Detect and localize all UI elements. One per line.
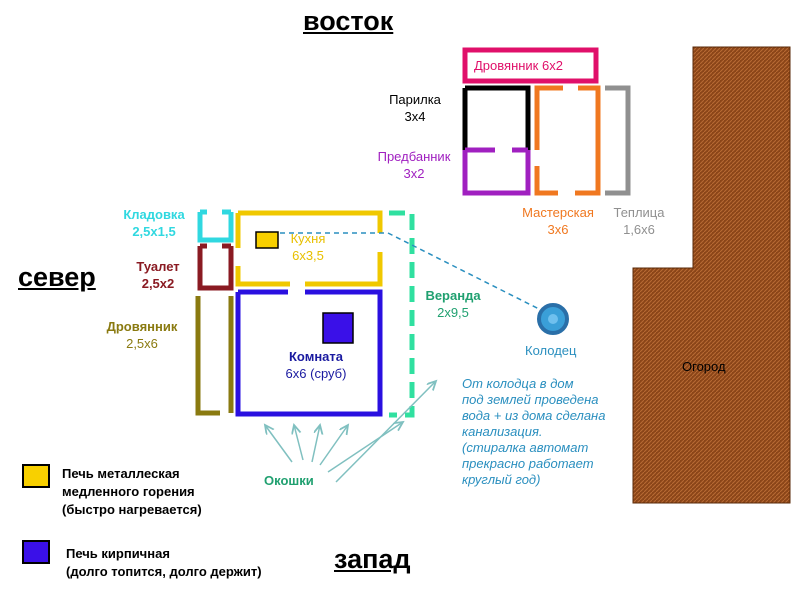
kitchen-name: Кухня <box>290 231 326 246</box>
workshop-name: Мастерская <box>522 205 594 220</box>
pantry-size: 2,5х1,5 <box>132 224 176 239</box>
pantry-walls <box>197 209 234 243</box>
note-line: прекрасно работает <box>462 456 594 471</box>
garden-area <box>632 46 791 504</box>
room-label: Комната 6х6 (сруб) <box>262 348 370 382</box>
toilet-walls <box>197 243 234 291</box>
room-size: 6х6 (сруб) <box>285 366 347 381</box>
legend-brick-stove-text: Печь кирпичная (долго топится, долго дер… <box>66 545 262 581</box>
kitchen-size: 6х3,5 <box>292 248 324 263</box>
legend-metal-stove-text: Печь металлеская медленного горения (быс… <box>62 465 202 519</box>
note-line: вода + из дома сделана <box>462 408 606 423</box>
greenhouse-label: Теплица 1,6х6 <box>604 204 674 238</box>
dressing-room-name: Предбанник <box>377 149 451 164</box>
veranda-name: Веранда <box>425 288 481 303</box>
brick-stove-marker <box>322 312 354 344</box>
pantry-label: Кладовка 2,5х1,5 <box>108 206 200 240</box>
direction-west: запад <box>334 544 411 574</box>
dressing-room-label: Предбанник 3х2 <box>366 148 462 182</box>
woodshed-left-size: 2,5х6 <box>126 336 158 351</box>
woodshed-top-walls <box>462 47 599 84</box>
well-inner <box>548 314 558 324</box>
greenhouse-size: 1,6х6 <box>623 222 655 237</box>
legend-brick-line: Печь кирпичная <box>66 546 170 561</box>
legend-metal-line: (быстро нагревается) <box>62 502 202 517</box>
note-line: под землей проведена <box>462 392 599 407</box>
steam-room-label: Парилка 3х4 <box>375 91 455 125</box>
kitchen-walls <box>235 210 383 287</box>
windows-label: Окошки <box>264 473 314 488</box>
room-name: Комната <box>289 349 343 364</box>
veranda-label: Веранда 2х9,5 <box>417 287 489 321</box>
greenhouse-walls <box>605 85 631 196</box>
legend-metal-stove-swatch <box>22 464 50 488</box>
room-walls <box>235 289 383 417</box>
steam-room-name: Парилка <box>389 92 441 107</box>
kitchen-label: Кухня 6х3,5 <box>278 230 338 264</box>
water-pipe-line <box>280 232 546 313</box>
woodshed-left-walls <box>195 296 234 416</box>
steam-room-walls <box>462 85 531 150</box>
woodshed-left-name: Дровянник <box>106 319 178 334</box>
direction-east: восток <box>303 6 394 36</box>
legend-metal-line: медленного горения <box>62 484 195 499</box>
legend-brick-stove-swatch <box>22 540 50 564</box>
pantry-name: Кладовка <box>123 207 185 222</box>
toilet-label: Туалет 2,5х2 <box>122 258 194 292</box>
veranda-size: 2х9,5 <box>437 305 469 320</box>
note-line: (стиралка автомат <box>462 440 589 455</box>
note-line: От колодца в дом <box>462 376 574 391</box>
note-line: канализация. <box>462 424 543 439</box>
workshop-size: 3х6 <box>547 222 569 237</box>
toilet-name: Туалет <box>136 259 180 274</box>
toilet-size: 2,5х2 <box>141 276 175 291</box>
dressing-room-size: 3х2 <box>403 166 425 181</box>
well-label: Колодец <box>525 343 577 358</box>
steam-room-size: 3х4 <box>404 109 426 124</box>
direction-north: север <box>18 262 96 292</box>
plumbing-note: От колодца в дом под землей проведена во… <box>462 376 605 488</box>
legend-metal-line: Печь металлеская <box>62 466 180 481</box>
legend-brick-line: (долго топится, долго держит) <box>66 564 262 579</box>
woodshed-left-label: Дровянник 2,5х6 <box>92 318 192 352</box>
workshop-walls <box>534 85 601 196</box>
dressing-room-walls <box>462 147 531 196</box>
woodshed-top-label: Дровянник 6х2 <box>474 58 563 73</box>
window-arrows <box>265 381 436 483</box>
workshop-label: Мастерская 3х6 <box>512 204 604 238</box>
veranda-walls <box>389 210 415 418</box>
note-line: круглый год) <box>462 472 541 487</box>
metal-stove-marker <box>255 231 279 249</box>
garden-label: Огород <box>682 359 726 374</box>
greenhouse-name: Теплица <box>613 205 665 220</box>
